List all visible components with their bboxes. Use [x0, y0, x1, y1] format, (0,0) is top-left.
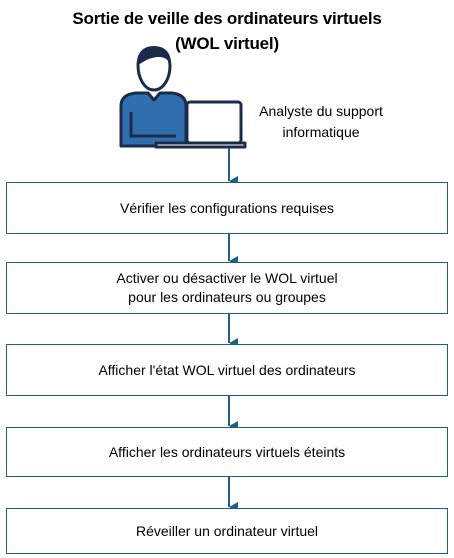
- person-at-computer-icon: [119, 46, 247, 149]
- laptop-base: [154, 141, 247, 149]
- step-1-text: Vérifier les configurations requises: [120, 199, 334, 216]
- diagram-title-line-2: (WOL virtuel): [175, 34, 279, 53]
- step-box-wake-computer: Réveiller un ordinateur virtuel: [6, 508, 448, 554]
- person-body: [119, 91, 188, 148]
- role-label-line-2: informatique: [282, 124, 360, 140]
- step-3-text: Afficher l'état WOL virtuel des ordinate…: [98, 361, 356, 378]
- step-5-text: Réveiller un ordinateur virtuel: [135, 522, 319, 539]
- step-box-verify-requirements: Vérifier les configurations requises: [6, 182, 448, 234]
- step-2-text-line-2: pour les ordinateurs ou groupes: [128, 289, 326, 305]
- step-box-enable-disable-wol: Activer ou désactiver le WOL virtuel pou…: [6, 262, 448, 314]
- step-box-view-off-computers: Afficher les ordinateurs virtuels éteint…: [6, 427, 448, 477]
- person-hair: [136, 46, 172, 66]
- role-label-line-1: Analyste du support: [259, 103, 383, 119]
- diagram-title-line-1: Sortie de veille des ordinateurs virtuel…: [72, 9, 382, 28]
- step-box-view-wol-status: Afficher l'état WOL virtuel des ordinate…: [6, 344, 448, 396]
- person-arm: [129, 112, 176, 138]
- laptop-screen: [185, 100, 243, 145]
- role-label: Analyste du support informatique: [246, 101, 396, 143]
- diagram-title: Sortie de veille des ordinateurs virtuel…: [0, 6, 454, 56]
- step-2-text-line-1: Activer ou désactiver le WOL virtuel: [116, 270, 338, 286]
- step-4-text: Afficher les ordinateurs virtuels éteint…: [108, 443, 346, 460]
